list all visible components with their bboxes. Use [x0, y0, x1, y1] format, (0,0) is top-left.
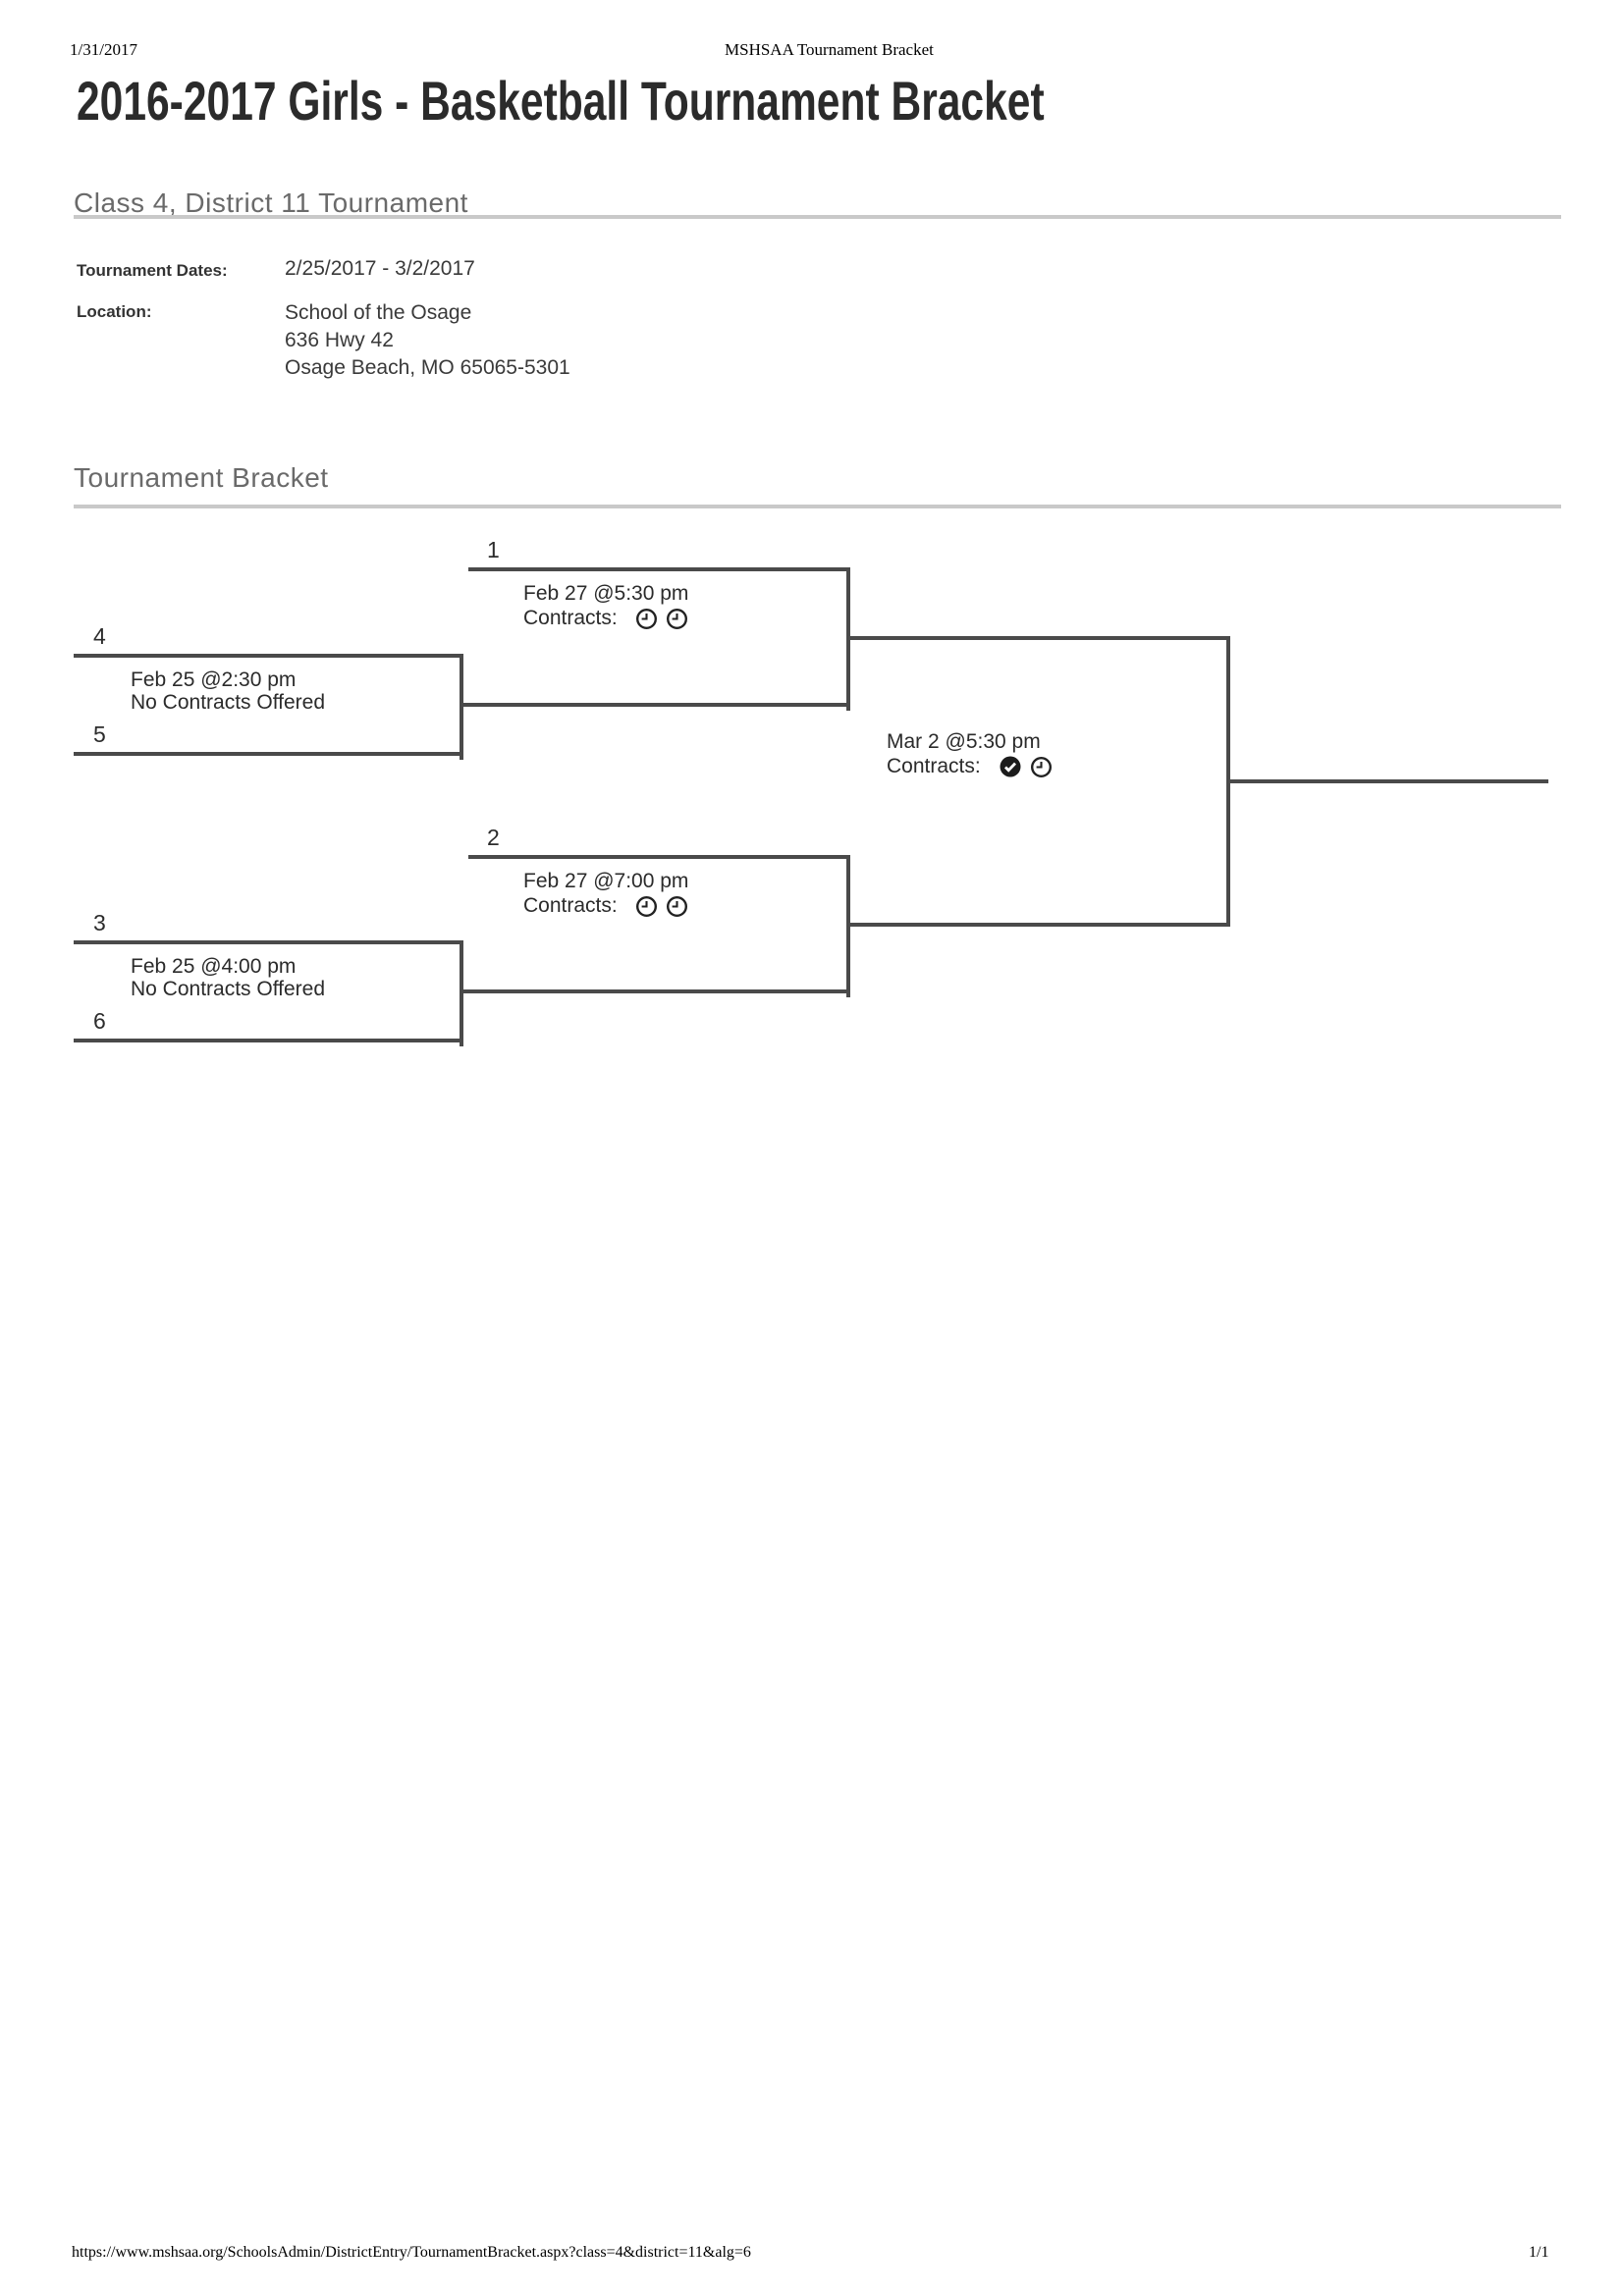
tournament-dates-label: Tournament Dates:	[77, 261, 228, 280]
check-circle-icon	[1000, 756, 1021, 777]
bracket-line-game2-winner	[850, 923, 1230, 927]
print-footer-url: https://www.mshsaa.org/SchoolsAdmin/Dist…	[72, 2244, 751, 2261]
playin-top-time: Feb 25 @2:30 pm	[131, 668, 297, 691]
bracket-line-playin-bottom-vertical	[460, 940, 463, 1046]
contracts-label: Contracts:	[523, 894, 618, 917]
bracket-heading: Tournament Bracket	[74, 462, 329, 493]
playin-bottom-time: Feb 25 @4:00 pm	[131, 955, 297, 978]
print-header-title: MSHSAA Tournament Bracket	[725, 40, 934, 59]
print-header-date: 1/31/2017	[70, 40, 137, 59]
game1-time: Feb 27 @5:30 pm	[523, 582, 689, 605]
clock-icon	[1030, 756, 1052, 777]
tournament-info-heading: Class 4, District 11 Tournament	[74, 187, 468, 218]
game1-number: 1	[487, 537, 500, 562]
clock-icon	[666, 608, 687, 629]
game2-contracts: Contracts:	[523, 894, 688, 918]
seed6-number: 6	[93, 1008, 106, 1034]
bracket-line-game2-top	[468, 855, 850, 859]
location-label: Location:	[77, 302, 152, 321]
location-line: 636 Hwy 42	[285, 329, 394, 351]
bracket-line-seed4-slot	[74, 654, 463, 658]
heading-rule	[74, 215, 1561, 219]
final-contracts: Contracts:	[887, 755, 1053, 778]
bracket-line-seed5-slot	[74, 752, 463, 756]
page-title: 2016-2017 Girls - Basketball Tournament …	[77, 70, 1045, 132]
bracket-line-game1-vertical	[846, 567, 850, 711]
game1-contracts: Contracts:	[523, 607, 688, 630]
tournament-dates-value: 2/25/2017 - 3/2/2017	[285, 257, 475, 280]
bracket-line-playin-bottom-winner	[460, 989, 850, 993]
game2-number: 2	[487, 825, 500, 850]
game2-time: Feb 27 @7:00 pm	[523, 870, 689, 892]
seed3-number: 3	[93, 910, 106, 935]
clock-icon	[666, 895, 687, 917]
final-time: Mar 2 @5:30 pm	[887, 730, 1041, 753]
bracket-line-seed3-slot	[74, 940, 463, 944]
contracts-label: Contracts:	[523, 607, 618, 629]
bracket-line-playin-top-winner	[460, 703, 850, 707]
bracket-line-game1-winner	[850, 636, 1230, 640]
playin-top-note: No Contracts Offered	[131, 691, 326, 714]
heading-rule	[74, 505, 1561, 508]
seed5-number: 5	[93, 721, 106, 747]
bracket-line-final-vertical	[1226, 636, 1230, 927]
print-footer-page-number: 1/1	[1529, 2244, 1549, 2261]
clock-icon	[635, 608, 657, 629]
clock-icon	[635, 895, 657, 917]
seed4-number: 4	[93, 623, 106, 649]
bracket-line-playin-top-vertical	[460, 654, 463, 760]
location-line: School of the Osage	[285, 301, 472, 324]
location-value: School of the Osage 636 Hwy 42 Osage Bea…	[285, 299, 570, 382]
bracket-line-game1-top	[468, 567, 850, 571]
playin-bottom-note: No Contracts Offered	[131, 978, 326, 1000]
location-line: Osage Beach, MO 65065-5301	[285, 356, 570, 379]
bracket-line-seed6-slot	[74, 1039, 463, 1042]
bracket-line-game2-vertical	[846, 855, 850, 997]
bracket-line-champion	[1230, 779, 1548, 783]
contracts-label: Contracts:	[887, 755, 981, 777]
